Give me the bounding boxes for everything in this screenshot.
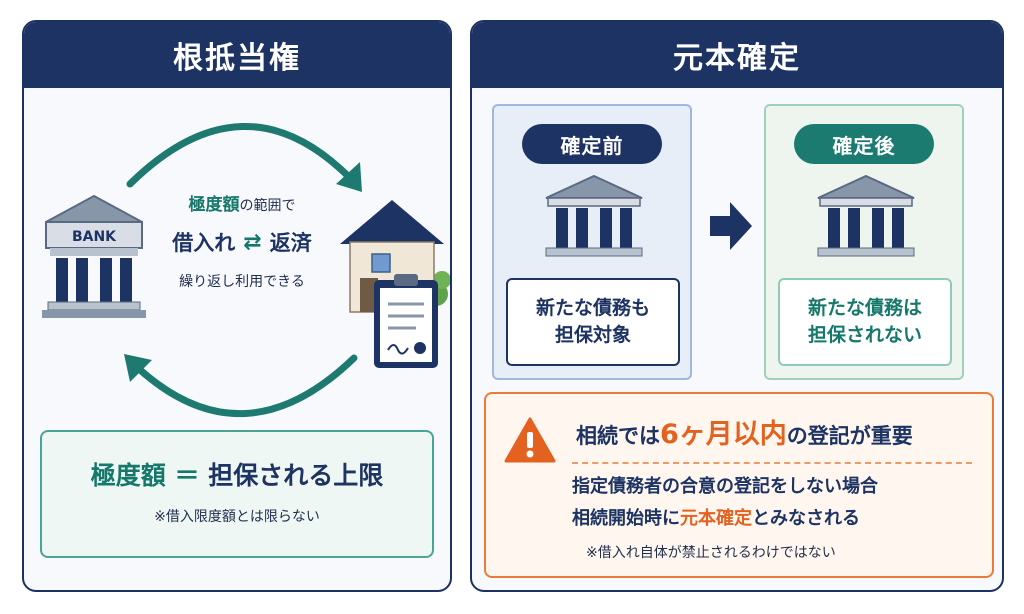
warning-box: 相続では6ヶ月以内の登記が重要 指定債務者の合意の登記をしない場合 相続開始時に… [484, 392, 994, 578]
after-line2: 担保されない [807, 324, 922, 346]
repay-label: 返済 [269, 231, 312, 255]
reuse-label: 繰り返し利用できる [179, 274, 305, 290]
after-card: 確定後 新たな債務は 担保されない [764, 104, 964, 380]
cycle-description: 極度額の範囲で 借入れ ⇄ 返済 繰り返し利用できる [134, 190, 350, 291]
panel-title: 元本確定 [472, 22, 1002, 88]
before-line2: 担保対象 [554, 324, 631, 346]
before-status-box: 新たな債務も 担保対象 [506, 278, 680, 366]
bank-icon: BANK [42, 194, 146, 318]
warning-note: ※借入れ自体が禁止されるわけではない [586, 545, 836, 561]
borrow-label: 借入れ [172, 231, 236, 255]
mortgage-panel: 根抵当権 BANK 極度額の範囲で 借入れ ⇄ 返済 繰り返し利用できる [22, 20, 452, 592]
after-label: 確定後 [794, 124, 934, 164]
before-card: 確定前 新たな債務も 担保対象 [492, 104, 692, 380]
before-label: 確定前 [522, 124, 662, 164]
warning-divider [572, 462, 972, 464]
limit-line: 極度額の範囲で [134, 190, 350, 215]
warning-title: 相続では6ヶ月以内の登記が重要 [576, 412, 913, 451]
definition-equals: ＝ [165, 461, 209, 490]
cycle-arrow-bottom-icon [124, 354, 358, 418]
bank-label: BANK [72, 229, 117, 245]
warning-line2-suffix: とみなされる [752, 508, 860, 529]
after-status-box: 新たな債務は 担保されない [778, 278, 952, 366]
panel-title: 根抵当権 [24, 22, 450, 88]
right-arrow-icon [710, 202, 752, 250]
definition-box: 極度額 ＝ 担保される上限 ※借入限度額とは限らない [40, 430, 434, 558]
warning-line2-prefix: 相続開始時に [572, 508, 680, 529]
warning-title-suffix: の登記が重要 [786, 424, 913, 448]
after-line1: 新たな債務は [807, 297, 922, 320]
warning-title-prefix: 相続では [576, 424, 660, 448]
bank-icon [817, 174, 915, 257]
definition-term: 極度額 [90, 461, 166, 490]
limit-term: 極度額 [188, 195, 240, 215]
before-line1: 新たな債務も [535, 297, 650, 320]
cycle-arrow-top-icon [126, 123, 362, 192]
definition-meaning: 担保される上限 [208, 461, 384, 490]
principal-fix-panel: 元本確定 確定前 新たな債務も 担保対象 確定後 [470, 20, 1004, 592]
limit-suffix: の範囲で [239, 198, 296, 214]
definition-title: 極度額 ＝ 担保される上限 [42, 456, 432, 492]
clipboard-icon [374, 274, 438, 368]
bank-icon [545, 174, 643, 257]
warning-line2-highlight: 元本確定 [680, 508, 752, 529]
swap-arrows-icon: ⇄ [243, 229, 262, 255]
warning-line2: 相続開始時に元本確定とみなされる [572, 504, 860, 530]
warning-line1: 指定債務者の合意の登記をしない場合 [572, 476, 878, 497]
borrow-repay-line: 借入れ ⇄ 返済 [134, 227, 350, 257]
warning-title-highlight: 6ヶ月以内 [660, 419, 787, 450]
definition-note: ※借入限度額とは限らない [154, 509, 320, 525]
warning-icon [504, 417, 556, 463]
